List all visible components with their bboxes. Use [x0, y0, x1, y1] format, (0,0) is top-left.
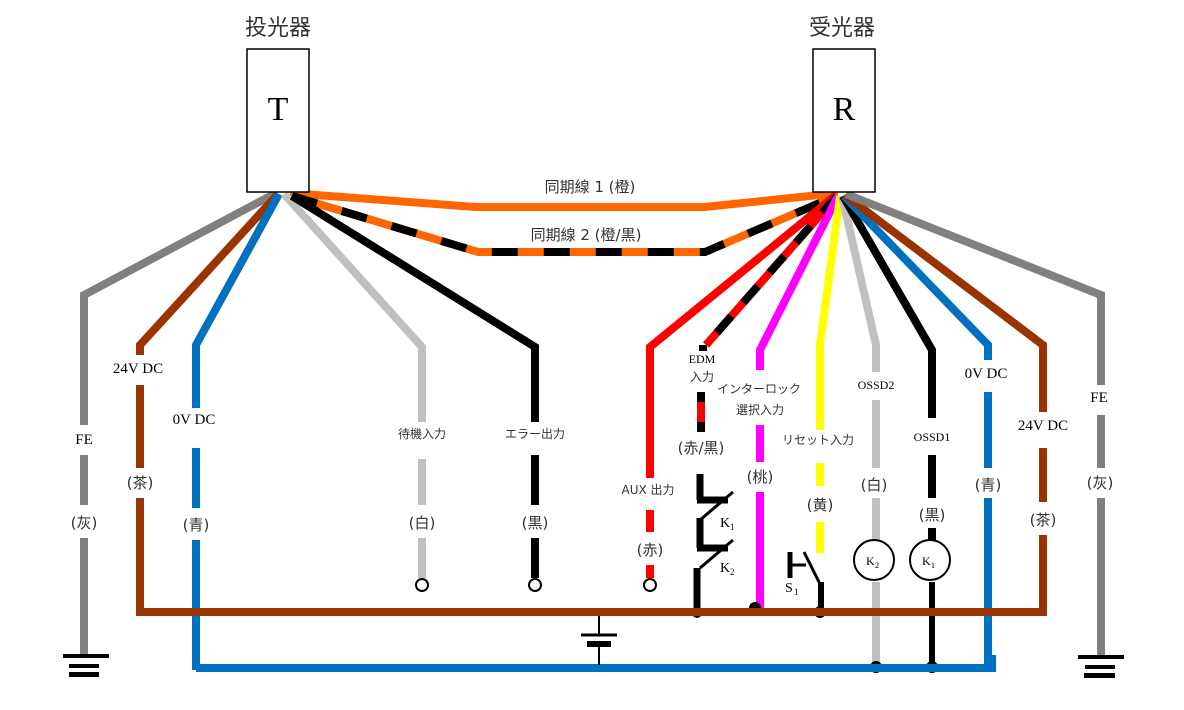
fe-color-right: (灰): [1087, 474, 1114, 492]
svg-text:K: K: [922, 554, 931, 568]
ossd1-label: OSSD1: [914, 430, 951, 444]
error-color: (黒): [522, 514, 549, 532]
receiver-wire-reset: [787, 195, 844, 618]
receiver-title: 受光器: [809, 16, 875, 41]
receiver-wire-ossd2: [838, 195, 882, 673]
emitter-wire-0v: [192, 192, 283, 670]
aux-open-terminal: [643, 578, 657, 592]
emitter-wire-error: [289, 192, 542, 592]
receiver-device: R 受光器: [809, 16, 876, 193]
0v-color-left: (青): [183, 516, 210, 534]
reset-color: (黄): [807, 496, 834, 514]
power-supply-battery-icon: [581, 616, 617, 665]
interlock-label-line2: 選択入力: [736, 403, 784, 417]
k1-contact-label: K: [720, 516, 730, 531]
s1-reset-switch: [787, 551, 826, 618]
k1-k2-contacts: [692, 474, 734, 618]
receiver-wire-interlock: [749, 194, 842, 614]
standby-input-label: 待機入力: [398, 426, 446, 441]
sync-line-2: [290, 192, 838, 256]
0v-label-right: 0V DC: [965, 366, 1008, 382]
receiver-wire-fe: [844, 190, 1105, 655]
0v-bus: [196, 655, 996, 672]
svg-text:T: T: [268, 91, 289, 128]
svg-text:1: 1: [794, 587, 799, 597]
error-open-terminal: [528, 578, 542, 592]
reset-input-label: リセット入力: [782, 433, 854, 447]
emitter-wire-24v: [136, 191, 281, 614]
svg-text:2: 2: [730, 567, 735, 577]
receiver-wire-aux: [643, 191, 839, 592]
sync-line-1: [289, 189, 839, 211]
fe-label-left: FE: [75, 432, 93, 448]
svg-text:2: 2: [875, 561, 879, 570]
error-output-label: エラー出力: [505, 427, 565, 441]
standby-color: (白): [409, 514, 436, 532]
svg-text:K: K: [866, 554, 875, 568]
0v-label-left: 0V DC: [173, 412, 216, 428]
receiver-wire-0v: [841, 193, 992, 670]
ossd2-color: (白): [861, 476, 888, 494]
receiver-wire-24v: [842, 191, 1047, 614]
svg-text:1: 1: [931, 561, 935, 570]
sync-line-1-label: 同期線 1 (橙): [545, 178, 636, 196]
sync-line-2-label: 同期線 2 (橙/黒): [531, 226, 642, 244]
24v-label-left: 24V DC: [113, 361, 163, 377]
aux-color: (赤): [637, 541, 664, 559]
emitter-wire-fe: [80, 189, 278, 655]
receiver-wire-edm: [692, 193, 841, 618]
24v-color-left: (茶): [127, 474, 154, 492]
edm-color: (赤/黒): [678, 439, 725, 457]
0v-color-right: (青): [975, 476, 1002, 494]
ossd1-color: (黒): [919, 506, 946, 524]
svg-text:R: R: [833, 91, 856, 128]
svg-text:1: 1: [730, 522, 735, 532]
emitter-device: T 投光器: [245, 16, 311, 193]
edm-label-line1: EDM: [689, 352, 716, 366]
emitter-wire-standby: [281, 191, 429, 592]
edm-label-line2: 入力: [690, 370, 714, 384]
k1-coil: K 1: [909, 539, 951, 581]
aux-output-label: AUX 出力: [621, 483, 674, 497]
k2-contact-label: K: [720, 561, 730, 576]
fe-label-right: FE: [1090, 390, 1108, 406]
fe-color-left: (灰): [71, 514, 98, 532]
standby-open-terminal: [415, 578, 429, 592]
k2-coil: K 2: [853, 539, 895, 581]
ossd2-label: OSSD2: [858, 378, 895, 392]
interlock-color: (桃): [747, 468, 774, 486]
emitter-title: 投光器: [245, 16, 311, 41]
24v-label-right: 24V DC: [1018, 418, 1068, 434]
interlock-label-line1: インターロック: [717, 382, 801, 396]
ground-icon-right: [1078, 655, 1124, 678]
s1-label: S: [785, 581, 793, 596]
24v-color-right: (茶): [1030, 511, 1057, 529]
ground-icon-left: [63, 654, 109, 677]
